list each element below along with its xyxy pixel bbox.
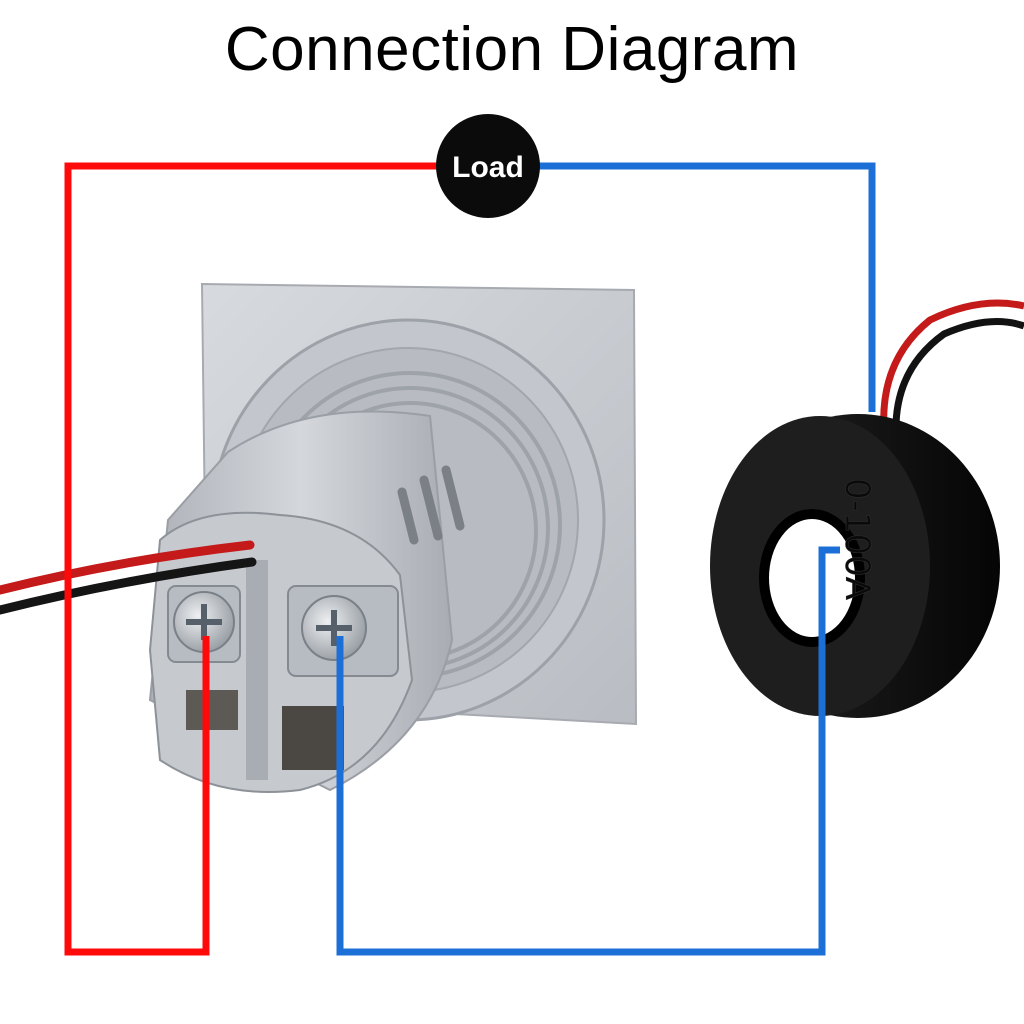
terminal-screw-right [287,585,399,677]
terminal-clip-right [282,706,344,770]
meter-vent-slots [397,465,465,545]
meter-signal-lead-black [0,557,257,615]
terminal-divider [246,560,268,780]
ct-lead-red [880,299,1024,431]
load-node: Load [436,114,540,218]
terminal-screw-left [167,585,241,663]
live-wire [64,162,440,956]
live-wire-path [64,162,440,956]
load-circle [436,114,540,218]
meter-signal-lead-red [0,540,255,595]
neutral-wire-ct-to-meter [336,546,840,956]
diagram-title: Connection Diagram [224,15,800,84]
ct-rating-label: 0-100A [837,478,877,600]
current-transformer: 0-100A [710,299,1024,718]
meter-device [0,282,638,793]
ct-lead-black [892,318,1024,435]
load-label: Load [452,151,524,184]
ct-ring-hole [759,509,865,647]
neutral-wire-load-to-ct [538,162,876,412]
terminal-clip-left [186,690,238,730]
neutral-wire [336,162,876,956]
